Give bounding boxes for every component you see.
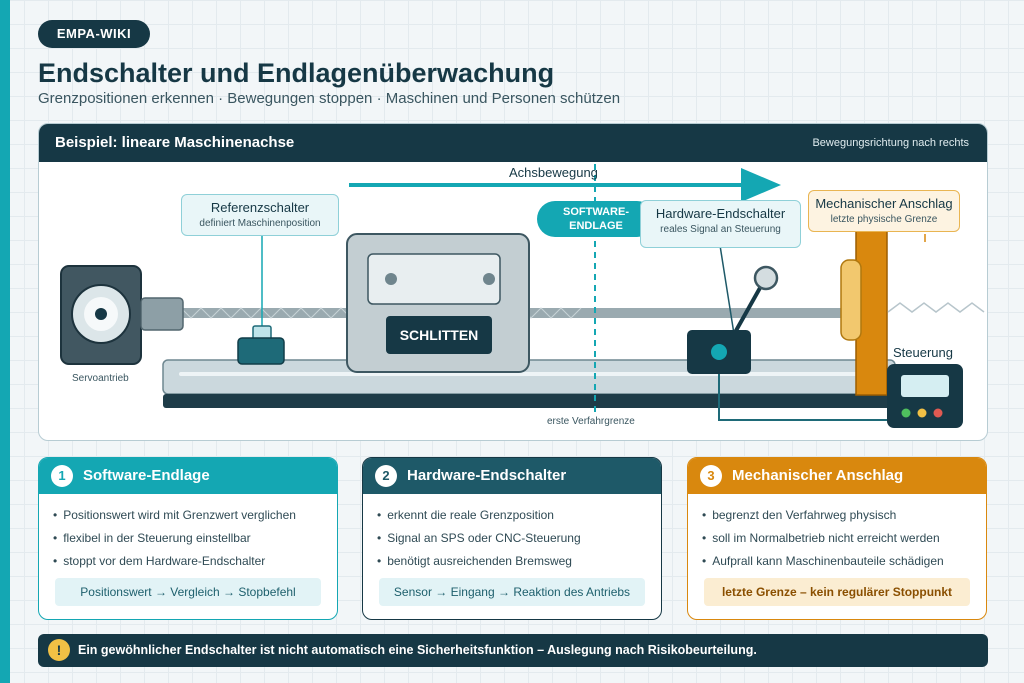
sled-bolt-left [385,273,397,285]
reference-switch-body [237,337,285,365]
card-bullet-list: begrenzt den Verfahrweg physisch soll im… [702,504,986,573]
sled-bolt-right [483,273,495,285]
card-title: Software-Endlage [83,467,210,484]
base-foot [163,394,895,408]
hardware-switch-title: Hardware-Endschalter [655,206,786,221]
card-header: 1 Software-Endlage [39,458,337,494]
card-flow: Positionswert → Vergleich → Stopbefehl [55,578,321,606]
panel-direction-note: Bewegungsrichtung nach rechts [812,137,969,149]
servo-shaft [95,308,107,320]
card-bullet: erkennt die reale Grenzposition [377,504,661,527]
base-rail-highlight [179,372,879,376]
card-number-badge: 3 [700,465,722,487]
mechanical-stop-title: Mechanischer Anschlag [815,196,953,211]
card-number-badge: 1 [51,465,73,487]
card-bullet: begrenzt den Verfahrweg physisch [702,504,986,527]
warning-text: Ein gewöhnlicher Endschalter ist nicht a… [78,643,757,657]
warning-bar: ! Ein gewöhnlicher Endschalter ist nicht… [38,634,988,667]
controller-led-yellow [917,408,927,418]
page-title: Endschalter und Endlagenüberwachung [38,58,555,88]
wall-zigzag [887,302,985,313]
card-bullet: Positionswert wird mit Grenzwert verglic… [53,504,337,527]
hardware-leader [718,238,735,335]
mechanical-stop-buffer [840,259,862,341]
card-title: Mechanischer Anschlag [732,467,904,484]
card-software-limit: 1 Software-Endlage Positionswert wird mi… [38,457,338,620]
first-limit-label: erste Verfahrgrenze [547,416,635,427]
wiki-badge: EMPA-WIKI [38,20,150,48]
controller-led-green [901,408,911,418]
card-bullet: Aufprall kann Maschinenbauteile schädige… [702,550,986,573]
card-bullet-list: Positionswert wird mit Grenzwert verglic… [53,504,337,573]
card-header: 2 Hardware-Endschalter [363,458,661,494]
left-accent-bar [0,0,10,683]
card-bullet: Signal an SPS oder CNC-Steuerung [377,527,661,550]
motion-label: Achsbewegung [509,165,598,180]
hardware-switch-subtitle: reales Signal an Steuerung [660,224,781,235]
card-flow: letzte Grenze – kein regulärer Stoppunkt [704,578,970,606]
panel-header: Beispiel: lineare Maschinenachse Bewegun… [39,124,987,162]
spindle [181,308,881,318]
card-bullet-list: erkennt die reale Grenzposition Signal a… [377,504,661,573]
controller-display [901,375,949,397]
reference-switch-callout: Referenzschalter definiert Maschinenposi… [181,194,339,236]
hardware-switch-lever [731,278,767,337]
exclamation-icon: ! [48,639,70,661]
motion-arrow-head [741,168,781,202]
control-label: Steuerung [893,345,953,360]
software-limit-label: SOFTWARE-ENDLAGE [537,201,655,237]
motor-coupling [140,297,184,331]
sled-label: SCHLITTEN [386,316,492,354]
hardware-switch-roller [753,265,779,291]
reference-switch-title: Referenzschalter [210,200,310,215]
card-title: Hardware-Endschalter [407,467,567,484]
card-bullet: stoppt vor dem Hardware-Endschalter [53,550,337,573]
card-bullet: benötigt ausreichenden Bremsweg [377,550,661,573]
signal-wire-1 [718,374,887,421]
mechanical-stop-subtitle: letzte physische Grenze [830,214,938,225]
mechanical-stop-callout: Mechanischer Anschlag letzte physische G… [808,190,960,232]
card-mechanical-stop: 3 Mechanischer Anschlag begrenzt den Ver… [687,457,987,620]
page-subtitle: Grenzpositionen erkennen · Bewegungen st… [38,90,621,107]
card-header: 3 Mechanischer Anschlag [688,458,986,494]
panel-title: Beispiel: lineare Maschinenachse [55,134,295,151]
reference-switch-subtitle: definiert Maschinenposition [199,218,321,229]
hardware-switch-led [711,344,727,360]
card-flow: Sensor → Eingang → Reaktion des Antriebs [379,578,645,606]
card-hardware-limit-switch: 2 Hardware-Endschalter erkennt die reale… [362,457,662,620]
software-limit-text: SOFTWARE-ENDLAGE [563,206,629,232]
controller-led-red [933,408,943,418]
card-bullet: flexibel in der Steuerung einstellbar [53,527,337,550]
card-bullet: soll im Normalbetrieb nicht erreicht wer… [702,527,986,550]
hardware-switch-callout: Hardware-Endschalter reales Signal an St… [640,200,801,248]
card-number-badge: 2 [375,465,397,487]
servo-label: Servoantrieb [72,373,129,384]
sled-top-plate [367,253,501,305]
